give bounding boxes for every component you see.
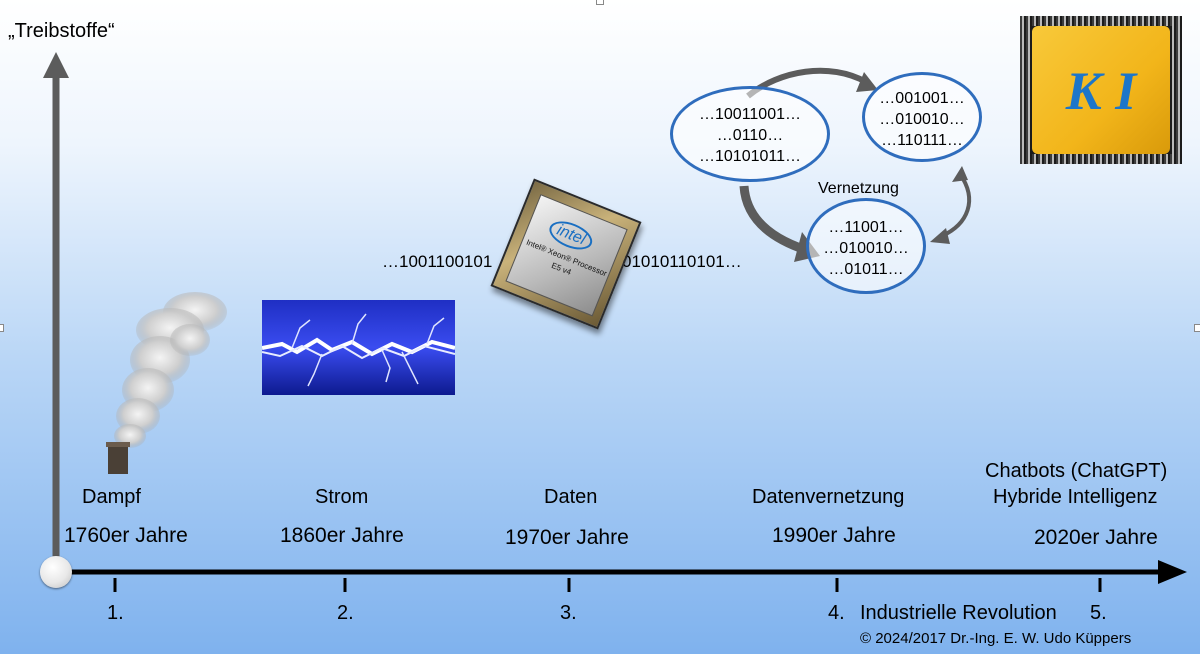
node-2-line-2: …010010…	[879, 111, 965, 128]
node-1-line-1: …10011001…	[699, 106, 801, 123]
network-label: Vernetzung	[818, 180, 899, 197]
era-year-2020: 2020er Jahre	[1034, 526, 1158, 549]
node-1-line-3: …10101011…	[699, 148, 801, 165]
steam-chimney-image	[106, 292, 227, 474]
revolution-index-4: 4.	[828, 602, 845, 624]
node-3-line-1: …11001…	[828, 219, 904, 236]
origin-knob	[40, 556, 72, 588]
selection-handle-left[interactable]	[0, 324, 4, 332]
industrielle-revolution-caption: Industrielle Revolution	[860, 602, 1057, 624]
ki-chip-die	[1032, 26, 1170, 154]
network-node-2: …001001… …010010… …110111…	[862, 72, 982, 162]
node-3-line-3: …01011…	[828, 261, 904, 278]
node-1-line-2: …0110…	[716, 127, 784, 144]
bitstream-left: …1001100101	[382, 252, 493, 271]
ki-chip-image: K I	[1020, 16, 1182, 164]
era-year-1760: 1760er Jahre	[64, 524, 188, 547]
electricity-image	[262, 300, 455, 395]
node-2-line-3: …110111…	[881, 132, 963, 149]
vertical-axis-arrow	[43, 52, 69, 572]
revolution-index-3: 3.	[560, 602, 577, 624]
era-label-hybride-intelligenz: Hybride Intelligenz	[993, 486, 1158, 508]
network-node-1: …10011001… …0110… …10101011…	[670, 86, 830, 182]
revolution-index-2: 2.	[337, 602, 354, 624]
vertical-axis-title: „Treibstoffe“	[8, 20, 115, 42]
network-node-3: …11001… …010010… …01011…	[806, 198, 926, 294]
era-label-chatbots: Chatbots (ChatGPT)	[985, 460, 1168, 482]
node-2-line-1: …001001…	[879, 90, 965, 107]
copyright-notice: © 2024/2017 Dr.-Ing. E. W. Udo Küppers	[860, 630, 1132, 647]
era-label-strom: Strom	[315, 486, 369, 508]
ki-chip-text: K I	[1065, 61, 1137, 121]
era-year-1860: 1860er Jahre	[280, 524, 404, 547]
bitstream-right: 01010110101…	[622, 252, 742, 271]
era-year-1990: 1990er Jahre	[772, 524, 896, 547]
era-label-daten: Daten	[544, 486, 598, 508]
revolution-index-5: 5.	[1090, 602, 1107, 624]
selection-handle-right[interactable]	[1194, 324, 1200, 332]
intel-xeon-chip-image: intel Intel® Xeon® Processor E5 v4	[490, 178, 642, 330]
era-label-datenvernetzung: Datenvernetzung	[752, 486, 905, 508]
revolution-index-1: 1.	[107, 602, 124, 624]
node-3-line-2: …010010…	[823, 240, 909, 257]
chip-heat-spreader: intel Intel® Xeon® Processor E5 v4	[505, 194, 628, 317]
era-label-dampf: Dampf	[82, 486, 141, 508]
era-year-1970: 1970er Jahre	[505, 526, 629, 549]
selection-handle-top[interactable]	[596, 0, 604, 5]
timeline-axis	[56, 560, 1187, 592]
